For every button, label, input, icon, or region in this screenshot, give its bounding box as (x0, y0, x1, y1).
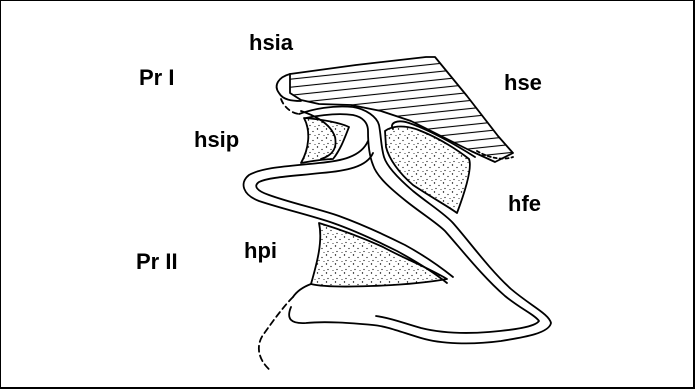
label-hsip: hsip (194, 129, 239, 151)
label-pr-ii: Pr II (136, 251, 178, 273)
dashed-contour-lower (259, 297, 293, 371)
label-pr-i: Pr I (139, 67, 174, 89)
outer-contour-lower (293, 284, 311, 297)
label-hpi: hpi (244, 240, 277, 262)
label-hse: hse (504, 72, 542, 94)
hsip-fossa (301, 118, 349, 163)
label-hsia: hsia (249, 32, 293, 54)
label-hfe: hfe (508, 193, 541, 215)
